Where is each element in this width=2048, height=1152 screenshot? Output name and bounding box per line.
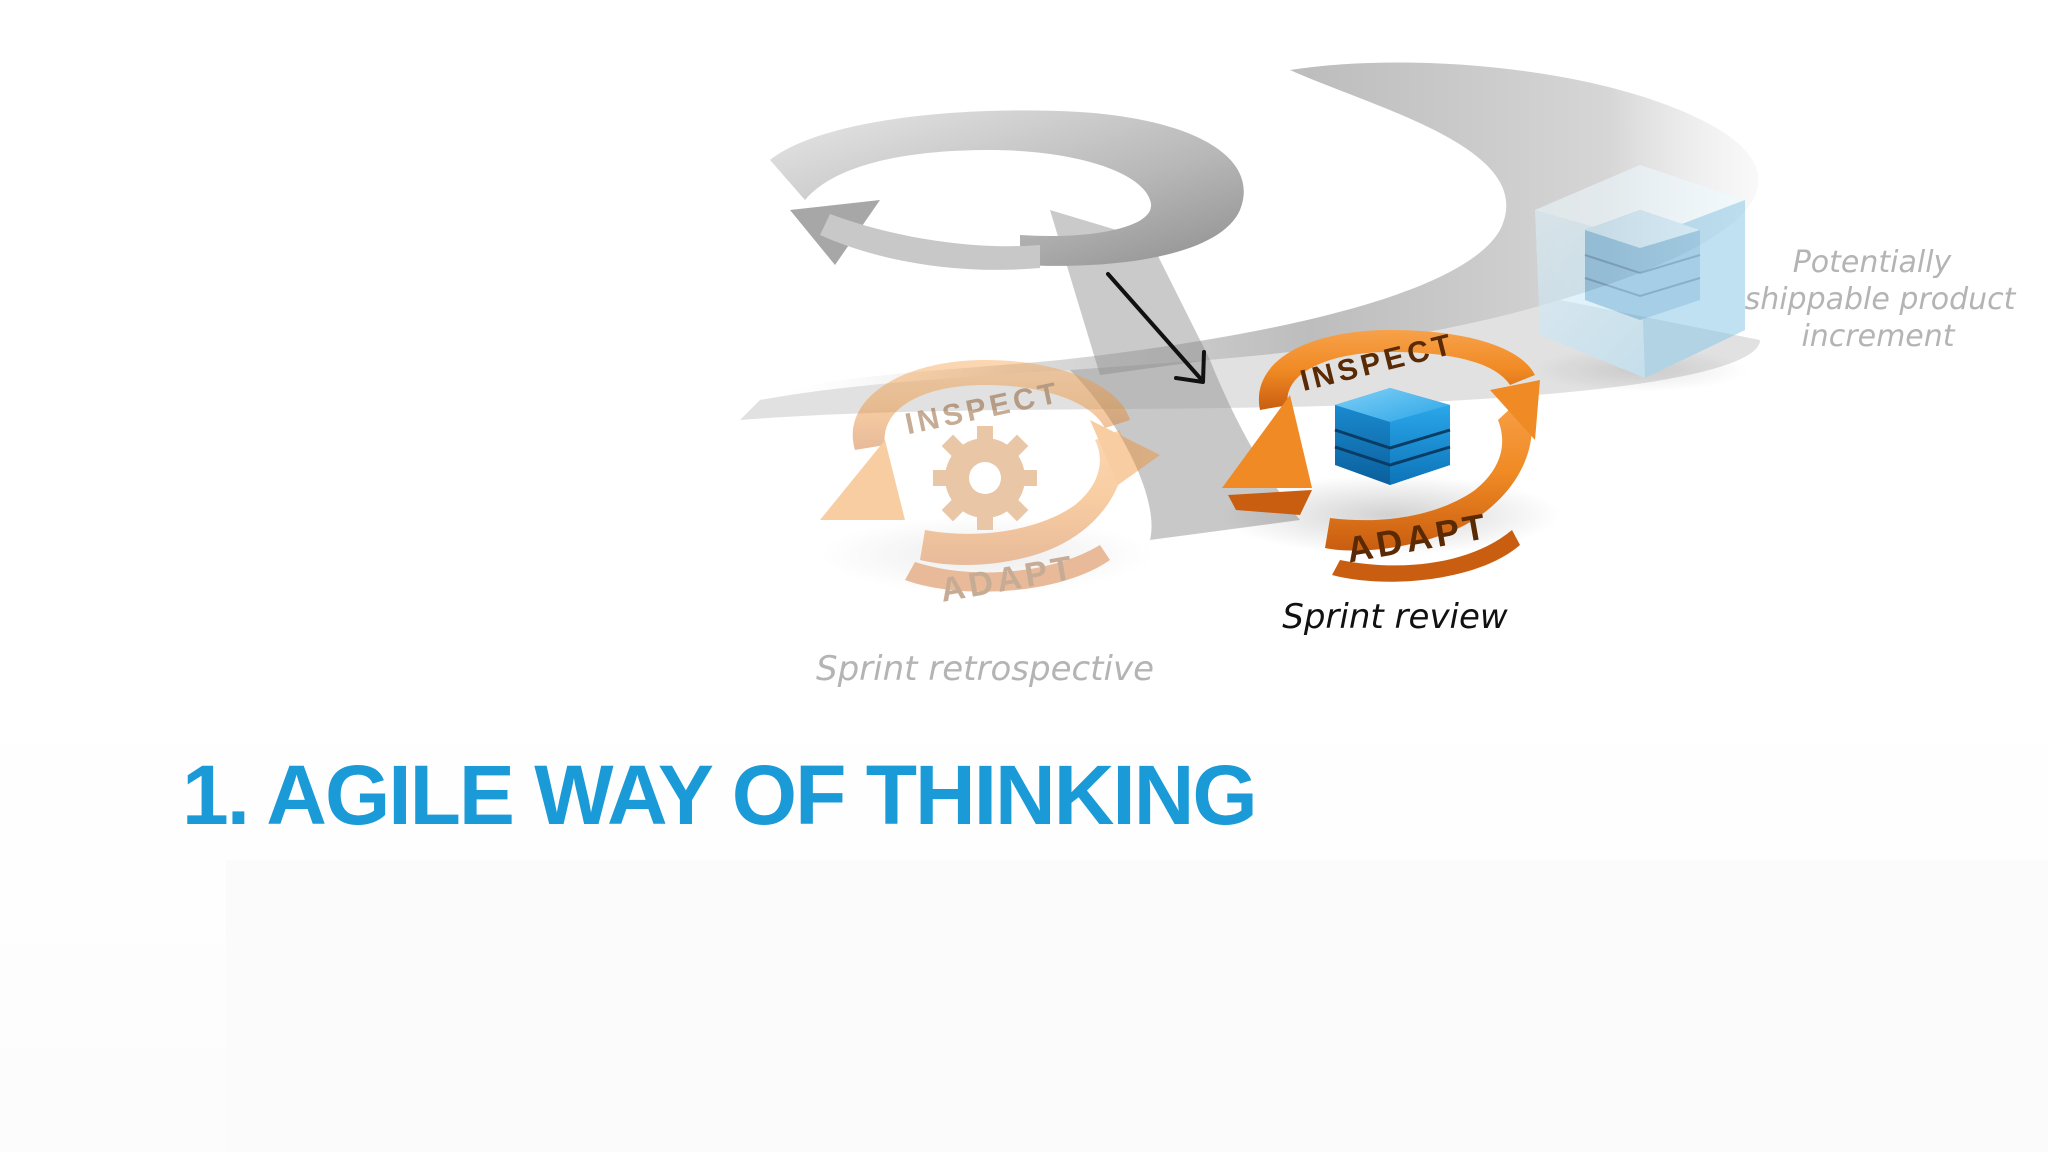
increment-caption-line-3: increment: [1801, 319, 1955, 354]
sprint-review-cycle: INSPECT ADAPT: [1220, 328, 1560, 582]
stacked-cube-icon: [1334, 388, 1451, 485]
daily-loop-arrow: [770, 110, 1244, 270]
slide-title: 1. AGILE WAY OF THINKING: [182, 748, 1258, 842]
glass-cube-icon: [1530, 165, 1750, 392]
scrum-inspect-adapt-diagram: INSPECT ADAPT INSPECT ADAPT: [740, 62, 2017, 689]
pointer-arrow: [1106, 272, 1206, 384]
increment-caption-line-2: shippable product: [1745, 282, 2017, 317]
lower-panel: [226, 860, 2048, 1152]
sprint-retrospective-caption: Sprint retrospective: [816, 649, 1154, 689]
gear-icon: [933, 426, 1037, 530]
sprint-retrospective-cycle: INSPECT ADAPT: [815, 360, 1160, 610]
sprint-review-caption: Sprint review: [1282, 597, 1508, 637]
increment-caption-line-1: Potentially: [1793, 245, 1953, 280]
